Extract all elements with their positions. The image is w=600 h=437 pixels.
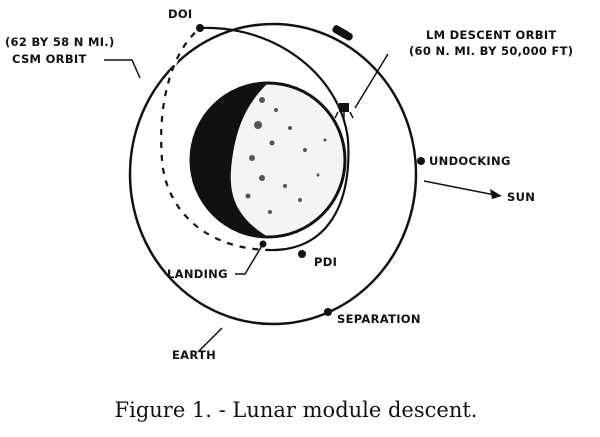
earth-arrow (197, 327, 223, 353)
spacecraft-icon (332, 25, 353, 41)
pdi-point (298, 250, 306, 258)
doi-label: DOI (168, 7, 193, 21)
separation-point (324, 308, 332, 316)
moon-craters (245, 97, 327, 214)
sun-arrowhead (490, 189, 502, 199)
landing-leader (235, 243, 264, 275)
lm-orbit-dims-label: (60 N. MI. BY 50,000 FT) (409, 44, 573, 58)
lm-orbit-leader (354, 53, 389, 109)
csm-orbit-leader (104, 59, 141, 79)
landing-label: LANDING (167, 267, 228, 281)
separation-label: SEPARATION (337, 312, 421, 326)
lm-descent-orbit-solid (160, 26, 350, 252)
earth-label: EARTH (172, 348, 216, 362)
undocking-point (417, 157, 425, 165)
doi-point (196, 24, 204, 32)
moon (189, 81, 347, 239)
sun-label: SUN (507, 190, 535, 204)
csm-orbit-circle (128, 22, 418, 326)
lm-descent-orbit-dashed (159, 26, 269, 252)
csm-orbit-label: CSM ORBIT (12, 52, 87, 66)
lunar-module-icon (334, 103, 354, 119)
sun-arrow (423, 180, 501, 197)
csm-orbit-dims-label: (62 BY 58 N MI.) (5, 35, 115, 49)
undocking-label: UNDOCKING (429, 154, 511, 168)
pdi-label: PDI (314, 255, 337, 269)
lm-orbit-label: LM DESCENT ORBIT (426, 28, 557, 42)
moon-shadow (191, 83, 268, 237)
figure-caption: Figure 1. - Lunar module descent. (115, 398, 478, 422)
